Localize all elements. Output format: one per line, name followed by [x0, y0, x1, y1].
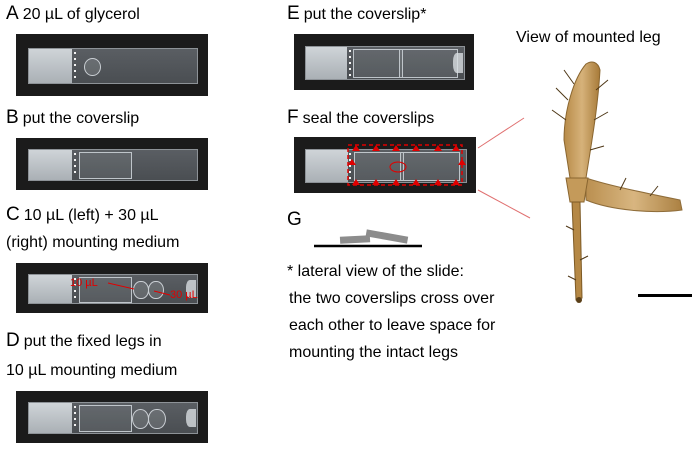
slide-f	[304, 149, 468, 183]
label-10ul: 10 µL	[70, 277, 98, 289]
slide-d	[27, 402, 199, 434]
scale-bar	[638, 294, 692, 297]
slide-c	[27, 274, 199, 304]
footnote-line1: * lateral view of the slide:	[287, 263, 464, 280]
coverslip-d	[79, 405, 132, 433]
photo-c: 10 µL 30 µL	[16, 263, 208, 313]
slide-b	[27, 149, 199, 181]
medium-drop-1	[133, 280, 149, 300]
coverslip-e2	[399, 49, 459, 79]
mounted-leg-image	[551, 61, 683, 303]
photo-e	[294, 34, 474, 90]
coverslip-b	[79, 152, 132, 180]
caption-g: G	[287, 210, 306, 231]
seal-markers	[347, 144, 466, 186]
glycerol-drop	[84, 57, 102, 76]
leg-view-title: View of mounted leg	[516, 29, 661, 46]
caption-a-text: 20 µL of glycerol	[22, 6, 140, 23]
panel-letter-d: D	[6, 330, 20, 351]
caption-b-text: put the coverslip	[22, 110, 140, 127]
label-30ul: 30 µL	[170, 289, 198, 301]
photo-a	[16, 34, 208, 96]
footnote-line4: mounting the intact legs	[289, 344, 458, 361]
panel-letter-g: G	[287, 209, 302, 230]
medium-drop-2	[148, 280, 164, 300]
photo-b	[16, 138, 208, 190]
annotation-lines-c	[107, 282, 171, 296]
panel-letter-e: E	[287, 3, 300, 24]
coverslip-f2	[400, 152, 461, 182]
caption-d-line2: 10 µL mounting medium	[6, 362, 178, 379]
panel-letter-c: C	[6, 204, 20, 225]
coverslip-c	[79, 276, 132, 303]
lateral-view-diagram	[314, 229, 422, 248]
caption-c-line2: (right) mounting medium	[6, 234, 180, 251]
panel-letter-f: F	[287, 107, 299, 128]
footnote-line2: the two coverslips cross over	[289, 290, 495, 307]
caption-e-text: put the coverslip*	[303, 6, 427, 23]
slide-a	[27, 47, 199, 85]
footnote-line3: each other to leave space for	[289, 317, 496, 334]
coverslip-f1	[353, 152, 404, 182]
coverslip-e1	[353, 49, 403, 79]
caption-d-text-1: put the fixed legs in	[23, 333, 162, 350]
panel-letter-a: A	[6, 3, 19, 24]
caption-c-text-1: 10 µL (left) + 30 µL	[23, 207, 159, 224]
photo-d	[16, 391, 208, 443]
slide-e	[304, 46, 466, 80]
legs-drop-2	[148, 408, 166, 430]
caption-f-text: seal the coverslips	[302, 110, 435, 127]
photo-f	[294, 137, 476, 193]
panel-letter-b: B	[6, 107, 19, 128]
legs-drop-1	[131, 408, 149, 430]
